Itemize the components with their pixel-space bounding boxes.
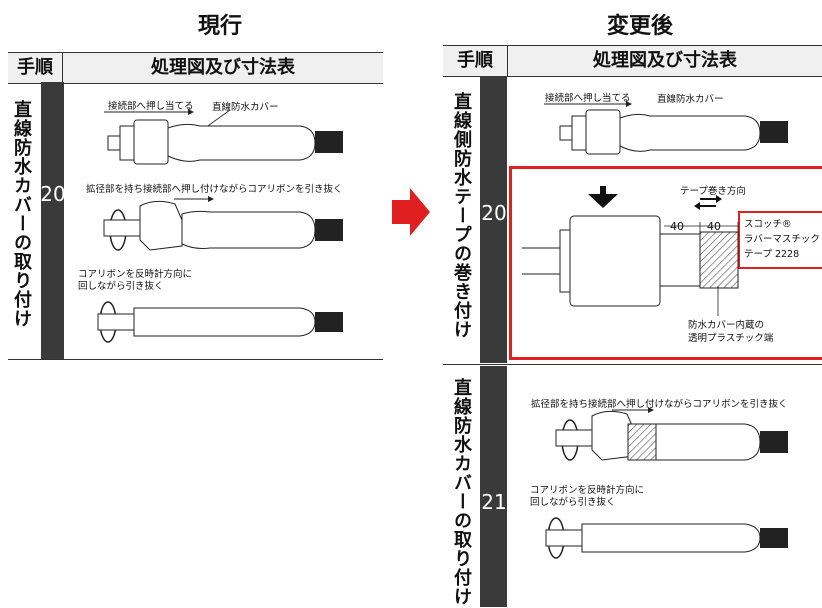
current-title: 現行: [197, 14, 242, 39]
step-label: 直線防水カバーの取り付け: [11, 100, 32, 328]
revised-cable-figure-3: [545, 517, 788, 559]
revised-cable-figure-1: [559, 109, 788, 155]
highlight-frame: [509, 166, 822, 360]
revised-title: 変更後: [606, 14, 673, 39]
note-tape-direction: テープ巻き方向: [680, 186, 746, 197]
dim-a: 40: [670, 220, 684, 233]
header-step-revised: 手順: [443, 45, 508, 77]
note-push: 接続部へ押し当てる: [108, 101, 194, 112]
note-expand-revised: 拡径部を持ち接続部へ押し付けながらコアリボンを引き抜く: [531, 399, 788, 410]
step21-number: 21: [481, 490, 507, 514]
note-clear-end-2: 透明プラスチック端: [688, 333, 774, 344]
note-cover-revised: 直線防水カバー: [657, 94, 724, 105]
dim-b: 40: [707, 220, 721, 233]
note-ccw-2-revised: 回しながら引き抜く: [530, 497, 616, 508]
tape-name-1: スコッチ®: [744, 219, 792, 230]
header-figure-revised: 処理図及び寸法表: [508, 45, 822, 77]
note-ccw-2: 回しながら引き抜く: [78, 281, 164, 292]
step20-bar: [480, 76, 507, 363]
note-ccw-1: コアリボンを反時計方向に: [78, 269, 193, 280]
tape-wrap-figure: [522, 215, 739, 316]
note-clear-end-1: 防水カバー内蔵の: [688, 320, 765, 331]
note-expand: 拡径部を持ち接続部へ押し付けながらコアリボンを引き抜く: [86, 184, 343, 195]
note-ccw-1-revised: コアリボンを反時計方向に: [530, 485, 645, 496]
step-number: 20: [40, 182, 66, 206]
step-bar: [41, 82, 64, 360]
revised-cable-figure-2: [555, 410, 788, 461]
step21-bar: [480, 366, 507, 607]
tape-name-2: ラバーマスチック: [744, 234, 820, 245]
step21-label: 直線防水カバーの取り付け: [451, 378, 472, 606]
cable-figure-3: [97, 301, 343, 343]
note-cover: 直線防水カバー: [212, 102, 279, 113]
step20-label: 直線側防水テープの巻き付け: [451, 92, 472, 339]
header-figure: 処理図及び寸法表: [63, 52, 383, 84]
cable-figure-2: [103, 200, 343, 251]
tape-name-box: スコッチ® ラバーマスチック テープ 2228: [738, 211, 822, 269]
row-divider: [8, 359, 383, 360]
note-push-revised: 接続部へ押し当てる: [545, 93, 631, 104]
cable-figure-1: [107, 119, 343, 165]
header-step: 手順: [8, 52, 63, 84]
row-divider-revised: [443, 364, 822, 365]
tape-name-3: テープ 2228: [744, 249, 800, 260]
step20-number: 20: [481, 201, 507, 225]
